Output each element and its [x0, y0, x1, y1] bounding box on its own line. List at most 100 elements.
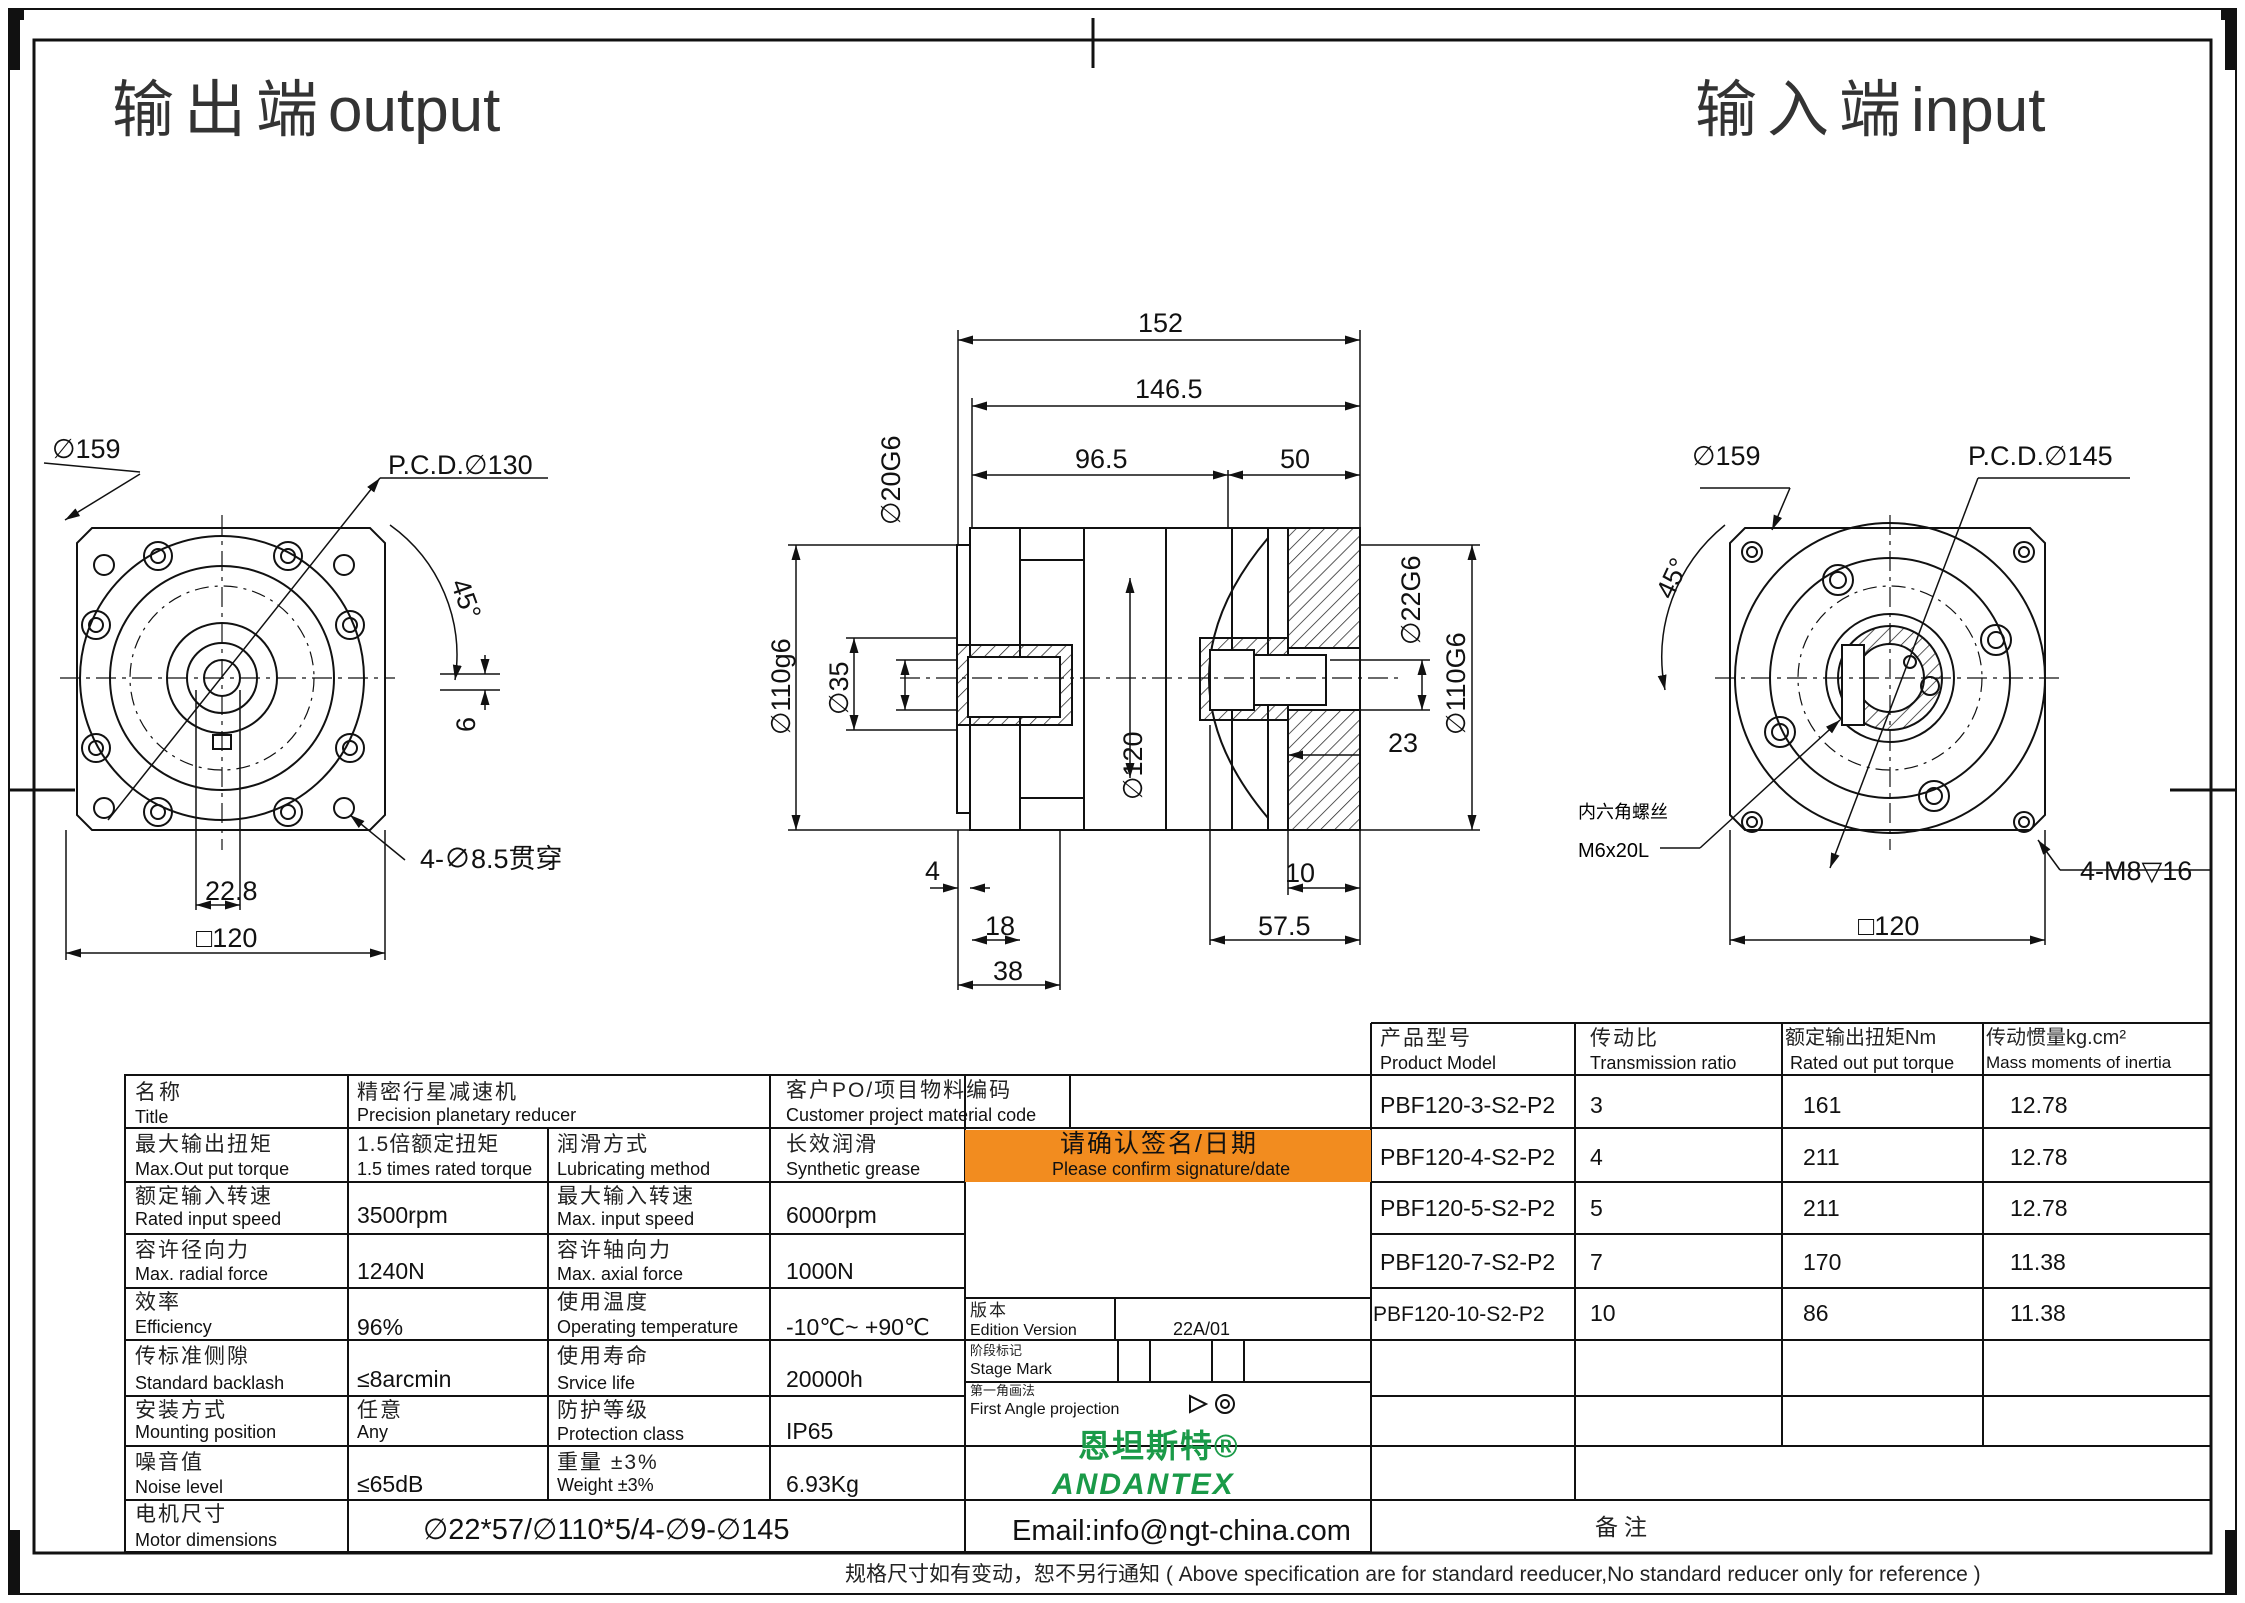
life-cn: 使用寿命: [557, 1345, 649, 1368]
temp-val: -10℃~ +90℃: [786, 1314, 930, 1340]
dim-22-8: 22.8: [205, 876, 258, 906]
footer-note: 规格尺寸如有变动，恕不另行通知 ( Above specification ar…: [845, 1563, 1981, 1586]
lub-val-en: Synthetic grease: [786, 1159, 921, 1179]
stage-cn: 阶段标记: [970, 1343, 1023, 1358]
inertia-header-en: Mass moments of inertia: [1986, 1053, 2172, 1072]
row2-model: PBF120-4-S2-P2: [1380, 1144, 1556, 1170]
brand-logo-cn: 恩坦斯特®: [1078, 1428, 1240, 1464]
radial-en: Max. radial force: [135, 1264, 269, 1284]
protection-cn: 防护等级: [557, 1399, 649, 1422]
maxout-val-cn: 1.5倍额定扭矩: [357, 1133, 500, 1156]
dim-pcd130: P.C.D.∅130: [388, 450, 533, 480]
stage-en: Stage Mark: [970, 1361, 1052, 1378]
max-input-en: Max. input speed: [557, 1209, 695, 1229]
projection-cn: 第一角画法: [970, 1383, 1036, 1398]
protection-val: IP65: [786, 1418, 834, 1444]
dim-sq120-left: □120: [196, 923, 257, 953]
dim-4: 4: [925, 856, 940, 886]
sheet-frame: [8, 8, 2237, 1595]
backlash-cn: 传标准侧隙: [135, 1345, 250, 1368]
radial-cn: 容许径向力: [135, 1239, 250, 1262]
input-header-cn: 输入端: [1695, 76, 1912, 145]
row1-ratio: 3: [1590, 1092, 1603, 1118]
protection-en: Protection class: [557, 1424, 685, 1444]
noise-val: ≤65dB: [357, 1471, 424, 1497]
radial-val: 1240N: [357, 1258, 425, 1284]
motor-en: Motor dimensions: [135, 1530, 278, 1550]
row1-torque: 161: [1803, 1092, 1842, 1118]
maxout-en: Max.Out put torque: [135, 1159, 290, 1179]
row2-ratio: 4: [1590, 1144, 1603, 1170]
row1-inertia: 12.78: [2010, 1092, 2068, 1118]
mount-val-en: Any: [357, 1422, 389, 1442]
remark-cn: 备注: [1595, 1514, 1653, 1540]
output-header-en: output: [328, 76, 501, 145]
ratio-header-en: Transmission ratio: [1590, 1053, 1737, 1073]
confirm-signature-box: [965, 1130, 1371, 1182]
row1-model: PBF120-3-S2-P2: [1380, 1092, 1556, 1118]
title-en: Title: [135, 1107, 169, 1127]
edition-cn: 版本: [970, 1301, 1008, 1320]
mount-cn: 安装方式: [135, 1399, 227, 1422]
output-header-cn: 输出端: [112, 76, 329, 145]
ratio-header-cn: 传动比: [1590, 1027, 1659, 1050]
noise-en: Noise level: [135, 1477, 224, 1497]
dim-six: 6: [451, 717, 481, 732]
output-end-view: [43, 462, 548, 960]
row3-model: PBF120-5-S2-P2: [1380, 1195, 1556, 1221]
side-section-view: [788, 330, 1480, 990]
dim-50: 50: [1280, 444, 1310, 474]
dim-96-5: 96.5: [1075, 444, 1128, 474]
edition-val: 22A/01: [1173, 1319, 1231, 1339]
dim-18: 18: [985, 911, 1015, 941]
temp-cn: 使用温度: [557, 1291, 649, 1314]
maxout-cn: 最大输出扭矩: [135, 1133, 273, 1156]
dim-38: 38: [993, 956, 1023, 986]
max-input-val: 6000rpm: [786, 1202, 877, 1228]
screw-en: M6x20L: [1578, 840, 1649, 862]
row3-inertia: 12.78: [2010, 1195, 2068, 1221]
input-header-en: input: [1911, 76, 2046, 145]
dim-152: 152: [1138, 308, 1183, 338]
maxout-val-en: 1.5 times rated torque: [357, 1159, 533, 1179]
projection-en: First Angle projection: [970, 1401, 1120, 1418]
row4-ratio: 7: [1590, 1249, 1603, 1275]
weight-val: 6.93Kg: [786, 1471, 859, 1497]
model-table-grid: [1370, 1022, 2211, 1552]
inertia-header-cn: 传动惯量kg.cm²: [1986, 1027, 2126, 1049]
row3-ratio: 5: [1590, 1195, 1603, 1221]
title-cn: 名称: [135, 1081, 183, 1104]
dim-d159-left: ∅159: [52, 434, 121, 464]
mount-val-cn: 任意: [357, 1399, 403, 1422]
motor-val: ∅22*57/∅110*5/4-∅9-∅145: [423, 1514, 790, 1546]
dim-23: 23: [1388, 728, 1418, 758]
efficiency-cn: 效率: [135, 1291, 181, 1314]
confirm-en: Please confirm signature/date: [1052, 1159, 1291, 1179]
row4-inertia: 11.38: [2010, 1249, 2066, 1275]
axial-val: 1000N: [786, 1258, 854, 1284]
row2-torque: 211: [1803, 1144, 1840, 1170]
dim-10: 10: [1285, 858, 1315, 888]
model-header-en: Product Model: [1380, 1053, 1497, 1073]
backlash-val: ≤8arcmin: [357, 1366, 452, 1392]
lub-cn: 润滑方式: [557, 1133, 649, 1156]
axial-cn: 容许轴向力: [557, 1239, 672, 1262]
backlash-en: Standard backlash: [135, 1373, 285, 1393]
efficiency-en: Efficiency: [135, 1317, 212, 1337]
name-cn: 精密行星减速机: [357, 1081, 518, 1104]
email: Email:info@ngt-china.com: [1012, 1515, 1351, 1547]
dim-sq120-right: □120: [1858, 911, 1919, 941]
noise-cn: 噪音值: [135, 1451, 204, 1474]
dim-146-5: 146.5: [1135, 374, 1203, 404]
rated-input-en: Rated input speed: [135, 1209, 282, 1229]
axial-en: Max. axial force: [557, 1264, 684, 1284]
mount-en: Mounting position: [135, 1422, 277, 1442]
input-header: 输入端input: [1695, 80, 2045, 142]
dim-d20: ∅20G6: [876, 435, 906, 525]
max-input-cn: 最大输入转速: [557, 1185, 695, 1208]
dim-holes-left: 4-∅8.5贯穿: [420, 844, 563, 874]
brand-logo-en: ANDANTEX: [1052, 1468, 1235, 1501]
life-en: Srvice life: [557, 1373, 636, 1393]
